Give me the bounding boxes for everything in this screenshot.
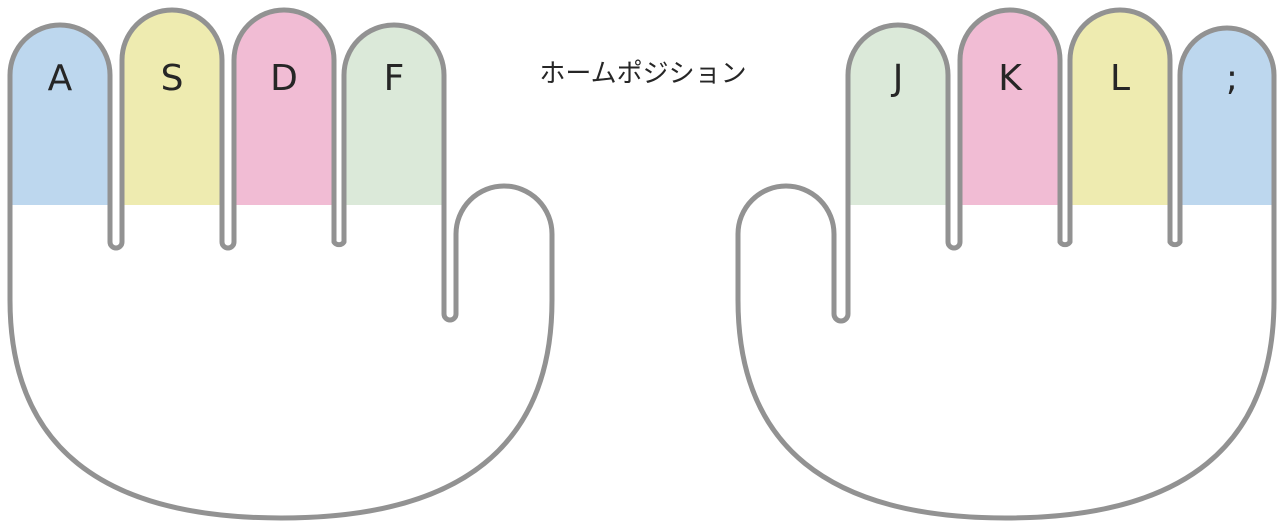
- right-finger-fill-j: [848, 25, 948, 205]
- key-label-semicolon: ;: [1226, 58, 1238, 99]
- key-label-s: S: [161, 58, 184, 99]
- left-finger-fill-d: [234, 10, 334, 205]
- diagram-title: ホームポジション: [539, 59, 746, 89]
- key-label-d: D: [270, 58, 298, 99]
- left-finger-fill-a: [10, 25, 110, 205]
- left-finger-fill-f: [344, 25, 444, 205]
- key-label-f: F: [384, 58, 405, 99]
- right-finger-fill-semicolon: [1180, 28, 1274, 205]
- key-label-a: A: [48, 58, 73, 99]
- key-label-l: L: [1110, 58, 1130, 99]
- left-hand-outline: [7, 7, 555, 521]
- left-finger-fill-s: [122, 10, 222, 205]
- right-finger-fill-k: [960, 10, 1060, 205]
- right-hand-outline: [735, 7, 1277, 521]
- key-label-k: K: [998, 58, 1023, 99]
- key-label-j: J: [891, 58, 904, 99]
- right-finger-fill-l: [1070, 10, 1170, 205]
- right-hand: J K L ;: [735, 7, 1277, 521]
- left-hand: A S D F: [7, 7, 555, 521]
